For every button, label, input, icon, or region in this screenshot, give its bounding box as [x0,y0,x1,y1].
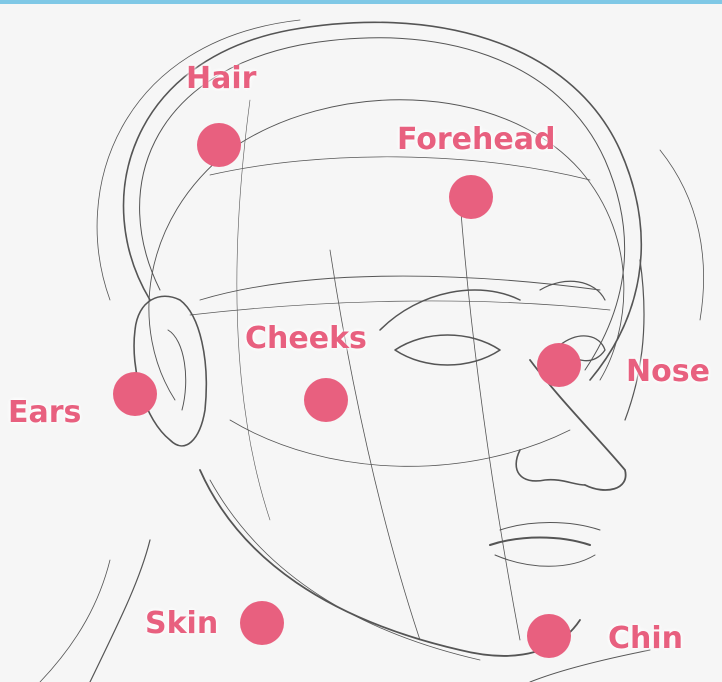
label-skin: Skin [145,607,218,641]
marker-hair[interactable] [197,123,241,167]
marker-nose[interactable] [537,343,581,387]
label-chin: Chin [608,622,683,656]
label-cheeks: Cheeks [245,322,367,356]
label-hair: Hair [186,62,256,96]
label-forehead: Forehead [397,123,555,157]
marker-cheeks[interactable] [304,378,348,422]
marker-forehead[interactable] [449,175,493,219]
label-ears: Ears [8,396,81,430]
marker-ears[interactable] [113,372,157,416]
marker-skin[interactable] [240,601,284,645]
marker-chin[interactable] [527,614,571,658]
label-nose: Nose [626,355,710,389]
